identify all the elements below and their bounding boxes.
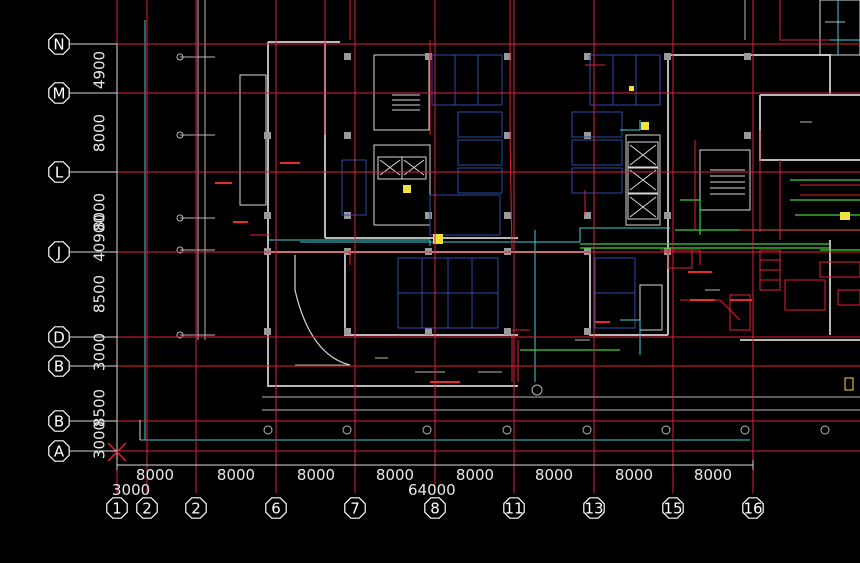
row-axis-label: L [55,164,64,182]
column-axis-label: 13 [584,500,603,518]
column-axis-bubble[interactable]: 11 [503,497,525,519]
row-dimension-label: 8500 [91,389,109,427]
row-dimension-label: 40900 [91,214,109,262]
total-dimension: 64000 [408,481,456,499]
row-axis-label: D [53,329,65,347]
column-dimension-label: 8000 [136,466,174,484]
axis-bubble-outline [662,497,684,519]
axis-bubble-outline [424,497,446,519]
row-dimension-label: 8000 [91,193,109,231]
column-axis-bubble[interactable]: 1 [106,497,128,519]
column-dimension-label: 8000 [297,466,335,484]
row-dimension-label: 3000 [91,333,109,371]
row-axis-bubble[interactable]: B [48,410,117,432]
column-axis-label: 15 [663,500,682,518]
column-axis-label: 2 [142,500,152,518]
column-axis-label: 16 [743,500,762,518]
column-dimension-label: 8000 [694,466,732,484]
axis-bubble-outline [344,497,366,519]
axis-bubble-outline [106,497,128,519]
column-axis-group: 1 2 2 6 7 8 11 13 15 16 [106,497,764,519]
sub-dimension-left: 3000 [112,481,150,499]
row-dimension-label: 8500 [91,275,109,313]
column-dimension-label: 8000 [456,466,494,484]
row-axis-bubble[interactable]: L [48,161,117,183]
axis-bubble-outline [48,33,70,55]
row-dimension-label: 3000 [91,421,109,459]
row-axis-bubble[interactable]: D [48,326,117,348]
column-axis-bubble[interactable]: 15 [662,497,684,519]
column-dimension-label: 8000 [535,466,573,484]
axis-bubble-outline [185,497,207,519]
axis-bubble-outline [742,497,764,519]
column-dimension-label: 8000 [217,466,255,484]
column-axis-bubble[interactable]: 16 [742,497,764,519]
column-axis-label: 7 [350,500,360,518]
row-axis-bubble[interactable]: N [48,33,117,55]
axis-bubble-outline [48,161,70,183]
axis-bubble-outline [48,82,70,104]
column-dimension-label: 8000 [376,466,414,484]
column-axis-bubble[interactable]: 13 [583,497,605,519]
row-axis-label: A [54,443,65,461]
row-axis-bubble[interactable]: J [48,241,117,263]
axis-bubble-outline [48,440,70,462]
column-axis-bubble[interactable]: 7 [344,497,366,519]
column-axis-bubble[interactable]: 6 [265,497,287,519]
row-dimension-label: 8000 [91,114,109,152]
row-axis-bubble[interactable]: B [48,355,117,377]
column-axis-bubble[interactable]: 2 [136,497,158,519]
row-axis-label: M [53,85,66,103]
row-axis-label: B [54,358,64,376]
row-axis-label: J [56,244,61,262]
axis-bubble-outline [48,410,70,432]
row-axis-label: B [54,413,64,431]
origin-marker [107,442,127,462]
column-axis-bubble[interactable]: 2 [185,497,207,519]
column-dimension-label: 8000 [615,466,653,484]
row-dimension-label: 4900 [91,51,109,89]
axis-bubble-outline [48,355,70,377]
axis-bubble-outline [48,326,70,348]
column-axis-label: 8 [430,500,440,518]
axis-bubble-outline [136,497,158,519]
column-axis-label: 2 [191,500,201,518]
row-axis-label: N [53,36,64,54]
column-dimension-group: 8000 8000 8000 8000 8000 8000 8000 8000 [136,466,732,484]
column-axis-label: 1 [112,500,122,518]
axis-bubble-outline [503,497,525,519]
column-axis-bubble[interactable]: 8 [424,497,446,519]
axis-bubble-outline [583,497,605,519]
axis-bubble-outline [265,497,287,519]
axis-bubble-outline [48,241,70,263]
column-axis-label: 11 [504,500,523,518]
row-axis-bubble[interactable]: M [48,82,117,104]
row-axis-bubble[interactable]: A [48,440,117,462]
column-axis-label: 6 [271,500,281,518]
